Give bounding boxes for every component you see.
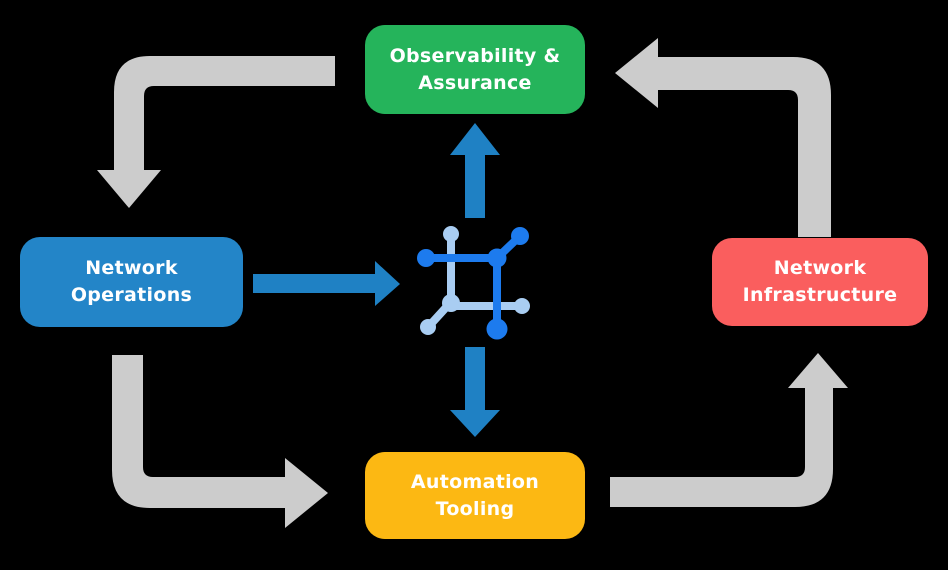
- hub-light-right-node: [514, 298, 530, 314]
- hub-dark-topright-node: [511, 227, 529, 245]
- arrow-hub-to-observability: [450, 123, 500, 218]
- arrow-operations-to-hub: [253, 261, 400, 306]
- node-observability-assurance: Observability & Assurance: [365, 25, 585, 114]
- arrow-automation-to-infrastructure: [610, 353, 848, 507]
- network-hub-icon: [417, 226, 530, 340]
- arrow-infrastructure-to-observability: [615, 38, 831, 237]
- arrow-hub-to-automation: [450, 347, 500, 437]
- node-network-operations: Network Operations: [20, 237, 243, 327]
- hub-light-top-node: [443, 226, 459, 242]
- hub-dark-bottom-node: [486, 318, 508, 340]
- hub-dark-junction-node: [487, 248, 507, 268]
- hub-light-bottomleft-node: [420, 319, 436, 335]
- arrow-operations-to-automation: [112, 355, 328, 528]
- node-automation-tooling: Automation Tooling: [365, 452, 585, 539]
- arrow-observability-to-operations: [97, 56, 335, 208]
- hub-light-junction-node: [442, 294, 460, 312]
- node-network-infrastructure: Network Infrastructure: [712, 238, 928, 326]
- hub-dark-left-node: [417, 249, 435, 267]
